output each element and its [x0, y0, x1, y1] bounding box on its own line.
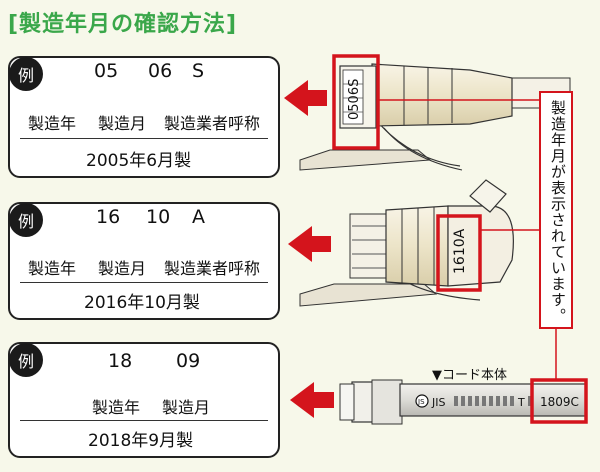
year-label: 製造年 — [92, 398, 141, 417]
jis-text: JIS — [431, 396, 445, 409]
divider — [20, 138, 268, 139]
t-text: T — [517, 396, 525, 409]
example-box-2: 例 — [8, 202, 280, 320]
example-badge: 例 — [9, 57, 43, 91]
plug-illustration-2: 1610A — [299, 179, 514, 307]
month-label: 製造月 — [98, 259, 147, 278]
side-note: 製造年月が表示されています。 — [549, 100, 567, 324]
result-text: 2016年10月製 — [84, 293, 200, 313]
plug-code-text: 1610A — [452, 228, 468, 274]
month-code: 06 — [148, 60, 173, 82]
maker-label: 製造業者呼称 — [164, 259, 261, 278]
svg-text:JS: JS — [417, 398, 425, 406]
cord-code-text: 1809C — [540, 395, 579, 409]
year-code: 05 — [94, 60, 119, 82]
maker-code: S — [192, 60, 205, 82]
example-badge: 例 — [9, 343, 43, 377]
arrow-left-icon — [290, 382, 334, 418]
example-box-1: 例 — [8, 56, 280, 178]
cord-label: ▼コード本体 — [432, 368, 507, 383]
maker-label: 製造業者呼称 — [164, 114, 261, 133]
year-code: 16 — [96, 206, 121, 228]
example-box-3: 例 — [8, 342, 280, 458]
month-label: 製造月 — [98, 114, 147, 133]
result-text: 2018年9月製 — [88, 431, 194, 451]
maker-code: A — [192, 206, 205, 228]
year-code: 18 — [108, 350, 133, 372]
month-code: 09 — [176, 350, 201, 372]
arrow-left-icon — [284, 80, 327, 116]
plug-illustration-1: 0506S — [299, 54, 571, 171]
page-title: [製造年月の確認方法] — [8, 12, 238, 37]
month-code: 10 — [146, 206, 171, 228]
year-label: 製造年 — [28, 259, 77, 278]
callout-lines — [378, 91, 573, 380]
arrow-left-icon — [288, 226, 331, 262]
year-label: 製造年 — [28, 114, 77, 133]
jis-mark-icon: JS — [415, 394, 429, 408]
plug-code-text: 0506S — [347, 79, 362, 120]
divider — [20, 282, 268, 283]
result-text: 2005年6月製 — [86, 151, 192, 171]
example-badge: 例 — [9, 203, 43, 237]
cord-illustration: JS JIS T 1809C — [339, 378, 588, 425]
month-label: 製造月 — [162, 398, 211, 417]
divider — [20, 420, 268, 421]
